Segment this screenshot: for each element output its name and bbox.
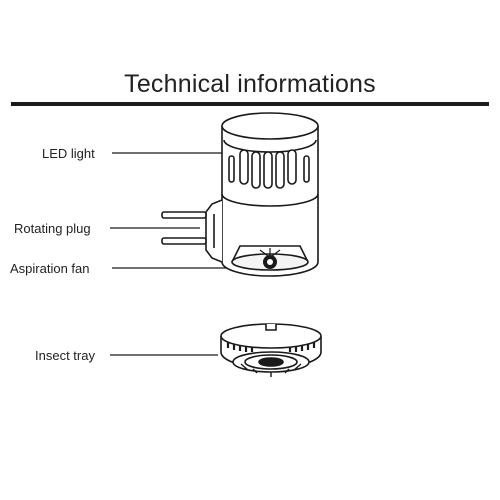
aspiration-fan-center xyxy=(259,248,281,269)
label-rotating-plug: Rotating plug xyxy=(14,221,91,236)
plug-pins xyxy=(161,211,207,245)
insect-tray-radial-slots xyxy=(240,363,302,377)
label-insect-tray: Insect tray xyxy=(35,348,95,363)
label-led-light: LED light xyxy=(42,146,95,161)
device-illustration xyxy=(161,112,319,277)
insect-tray-illustration xyxy=(220,323,322,377)
insect-tray-vents xyxy=(226,342,316,352)
led-light-slots xyxy=(228,149,310,189)
page-title: Technical informations xyxy=(124,70,376,98)
label-aspiration-fan: Aspiration fan xyxy=(10,261,90,276)
title-rule xyxy=(11,102,489,106)
